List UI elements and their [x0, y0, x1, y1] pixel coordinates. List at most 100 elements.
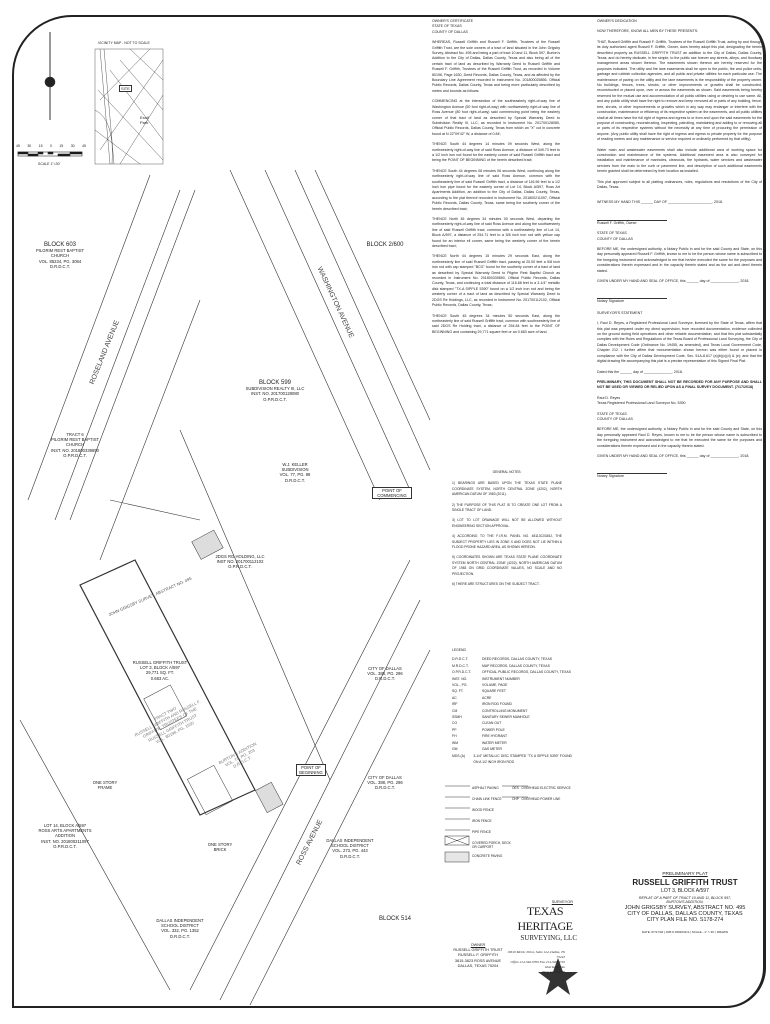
legend-abbr: O.P.R.D.C.T. — [452, 670, 472, 675]
certificate-paragraph: THENCE South 45 degrees 34 minutes 50 se… — [432, 313, 560, 334]
legend-desc: SANITARY SEWER MANHOLE — [482, 715, 530, 720]
label-line: 0.683 AC. — [150, 675, 170, 681]
legend-pipe-fence: PIPE FENCE — [472, 830, 491, 834]
scale-tick: 0 — [49, 144, 52, 148]
owners-dedication: OWNER'S DEDICATION NOW THEREFORE, KNOW A… — [597, 19, 762, 480]
block-603-label: BLOCK 603 PILGRIM REST BAPTIST CHURCH VO… — [20, 242, 100, 269]
company-name: TEXAS HERITAGE — [517, 904, 573, 933]
legend-desc: CONTROLLING MONUMENT — [482, 708, 528, 713]
label-line: CITY OF DALLAS — [368, 775, 402, 780]
surveyor-logo: SURVEYOR TEXAS HERITAGE SURVEYING, LLC 1… — [505, 900, 585, 975]
label-line: BLOCK 603 — [43, 242, 77, 248]
legend-concrete-paving: CONCRETE PAVING — [472, 854, 503, 858]
vicinity-park-label: Exall Park — [140, 115, 149, 126]
company-suffix: SURVEYING, LLC — [520, 934, 577, 942]
legend-iron-fence: IRON FENCE — [472, 819, 492, 823]
owner-line: DALLAS, TEXAS 75204 — [457, 963, 499, 968]
label-line: VOL. 77, PG. 98 — [279, 472, 311, 478]
block-514-label: BLOCK 514 — [378, 916, 412, 922]
general-notes: GENERAL NOTES: 1) BEARINGS ARE BASED UPO… — [452, 470, 562, 593]
legend-abbr: CO — [452, 721, 458, 726]
surveyor-license: Texas Registered Professional Land Surve… — [597, 401, 686, 406]
legend-abbr: M.R.D.C.T. — [452, 663, 469, 668]
company-website[interactable]: txheritage.com — [544, 965, 565, 969]
legend-overhead-electric: OES OVERHEAD ELECTRIC SERVICE — [512, 783, 572, 794]
given-line: GIVEN UNDER MY HAND AND SEAL OF OFFICE, … — [597, 453, 750, 458]
label-line: O.P.R.D.C.T. — [53, 843, 77, 849]
label-line: ROSS ARTS APARTMENTS ADDITION — [38, 828, 92, 839]
concrete-paving — [191, 529, 224, 560]
label-line: D.R.D.C.T. — [374, 676, 395, 682]
label-line: DALLAS INDEPENDENT — [156, 918, 204, 923]
dated-line: Dated this the ______ day of ___________… — [597, 369, 683, 374]
label-line: POINT OF — [382, 488, 402, 493]
roseland-avenue-lines — [27, 174, 196, 521]
legend-desc: POWER POLE — [482, 727, 505, 732]
legend-desc: GAS METER — [482, 747, 502, 752]
certificate-paragraph: THENCE South 44 degrees 14 minutes 09 se… — [432, 142, 560, 163]
legend-desc: IRON ROD FOUND — [482, 702, 512, 707]
subject-lot-boundary — [79, 559, 256, 816]
label-line: D.R.D.C.T. — [49, 263, 70, 269]
label-line: CHURCH — [65, 442, 85, 448]
scale-tick: 15 — [59, 144, 64, 148]
plat-meta: DATE: 07/17/18 | JOB # 1802639-S | SCALE… — [641, 930, 729, 934]
legend-desc: 3-1/4" METALLIC DISC STAMPED "TX A SIPPL… — [473, 753, 572, 764]
boundary-line — [19, 719, 171, 991]
block-599-label: BLOCK 599 SUBDIVISION REALTY III, LLC IN… — [230, 380, 320, 402]
label-line: O.P.R.D.C.T. — [228, 564, 252, 570]
legend-covered-porch: COVERED PORCH, DECK OR CARPORT — [472, 841, 511, 849]
north-arrow-icon — [44, 32, 56, 120]
preliminary-notice: PRELIMINARY, THIS DOCUMENT SHALL NOT BE … — [597, 379, 762, 390]
legend-desc: WATER METER — [482, 740, 507, 745]
legend-abbr: SQ. FT. — [452, 689, 464, 694]
certificate-paragraph: COMMENCING at the intersection of the so… — [432, 99, 560, 136]
one-story-frame-label: ONE STORY FRAME — [92, 780, 118, 791]
label-line: LOT 3, BLOCK A/597 — [140, 665, 180, 671]
legend-abbr: IRF — [452, 702, 458, 707]
label-line: VOL. 388, PG. 296 — [367, 780, 403, 786]
legend-item: INST. NO. INSTRUMENT NUMBER — [452, 676, 572, 682]
label-line: SCHOOL DISTRICT — [330, 843, 369, 849]
legend-item: VOL., PG.VOLUME, PAGE — [452, 682, 572, 688]
legend-desc: SQUARE FEET — [482, 689, 506, 694]
label-line: POINT OF — [301, 765, 321, 770]
legend-code: OES — [512, 786, 519, 790]
certificate-state: STATE OF TEXAS — [432, 24, 462, 29]
certificate-county: COUNTY OF DALLAS — [432, 29, 468, 34]
label-line: INST. NO. 201700128080 — [251, 391, 299, 397]
legend-desc: DEED RECORDS, DALLAS COUNTY, TEXAS — [482, 657, 552, 662]
dedication-paragraph: Water main and wastewater easements shal… — [597, 147, 762, 174]
legend-desc: OVERHEAD ELECTRIC SERVICE — [521, 786, 571, 790]
notary-paragraph: BEFORE ME, the undersigned authority, a … — [597, 427, 762, 448]
legend-abbr: INST. NO. — [452, 676, 468, 681]
legend-wood-fence: WOOD FENCE — [472, 808, 494, 812]
scale-tick: 45 — [82, 144, 86, 148]
owner-heading: OWNER — [470, 943, 486, 947]
label-line: 29,771 SQ. FT. — [145, 670, 175, 676]
label-line: D.R.D.C.T. — [374, 785, 395, 791]
label-line: CITY OF DALLAS — [368, 666, 402, 671]
certificate-paragraph: THENCE North 45 degrees 34 minutes 00 se… — [432, 217, 560, 249]
certificate-paragraph: WHEREAS, Russell Griffith and Russell F.… — [432, 40, 561, 93]
general-note: 4) ACCORDING TO THE F.I.R.M. PANEL NO. 4… — [452, 534, 562, 550]
certificate-paragraph: THENCE North 44 degrees 15 minutes 29 se… — [432, 254, 560, 308]
legend-item: O.P.R.D.C.T.OFFICIAL PUBLIC RECORDS, DAL… — [452, 669, 572, 675]
label-line: RUSSELL GRIFFITH TRUST — [132, 660, 188, 665]
dedication-paragraph: This plat approved subject to all platti… — [597, 179, 762, 189]
legend-overhead-power: OHP OVERHEAD POWER LINE — [512, 794, 572, 805]
legend-desc: VOLUME, PAGE — [482, 683, 508, 688]
legend-desc: INSTRUMENT NUMBER — [482, 676, 520, 681]
label-line: PILGRIM REST BAPTIST — [50, 437, 100, 443]
surveyor-for-label: SURVEYOR — [551, 900, 573, 904]
vicinity-map — [94, 48, 164, 165]
